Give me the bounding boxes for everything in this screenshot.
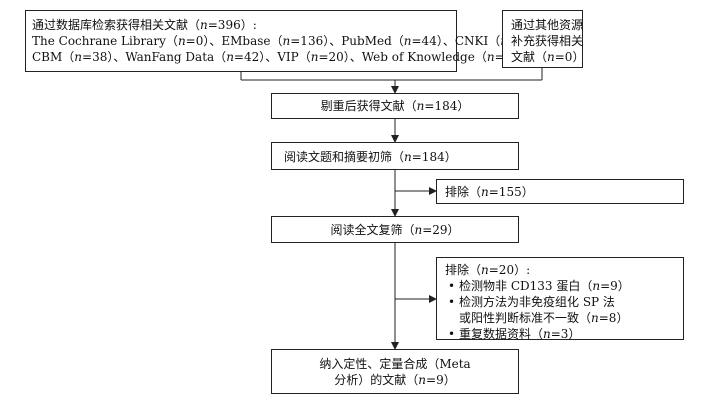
included-line-1: 纳入定性、定量合成（Meta (319, 356, 471, 371)
other-sources-line-3: 文献（n=0） (511, 50, 585, 64)
fulltext-label: 阅读全文复筛（n=29） (330, 222, 460, 237)
excluded-second-title: 排除（n=20）: (445, 263, 531, 277)
other-sources-line-1: 通过其他资源 (511, 18, 584, 32)
box-excluded-first: 排除（n=155） (436, 179, 684, 204)
excluded-first-label: 排除（n=155） (445, 185, 534, 199)
box-fulltext-screening: 阅读全文复筛（n=29） (271, 216, 519, 243)
box-other-sources: 通过其他资源 补充获得相关 文献（n=0） (502, 10, 585, 68)
title-abstract-label: 阅读文题和摘要初筛（n=184） (284, 150, 457, 164)
excluded-reason-item: 检测方法为非免疫组化 SP 法 (445, 294, 683, 310)
box-database-search: 通过数据库检索获得相关文献（n=396）: The Cochrane Libra… (25, 10, 551, 72)
box-deduplicated: 剔重后获得文献（n=184） (271, 93, 519, 119)
included-line-2: 分析）的文献（n=9） (334, 372, 456, 387)
db-search-line-1: 通过数据库检索获得相关文献（n=396）: (32, 18, 257, 32)
excluded-reason-item: 检测物非 CD133 蛋白（n=9） (445, 278, 683, 294)
box-included-studies: 纳入定性、定量合成（Meta 分析）的文献（n=9） (271, 349, 519, 394)
excluded-reasons-list: 检测物非 CD133 蛋白（n=9） 检测方法为非免疫组化 SP 法 或阳性判断… (445, 278, 683, 342)
db-search-line-3: CBM（n=38）、WanFang Data（n=42）、VIP（n=20）、W… (32, 50, 532, 64)
box-excluded-second: 排除（n=20）: 检测物非 CD133 蛋白（n=9） 检测方法为非免疫组化 … (436, 257, 684, 342)
db-search-line-2: The Cochrane Library（n=0）、EMbase（n=136）、… (32, 34, 551, 48)
dedup-label: 剔重后获得文献（n=184） (320, 99, 470, 113)
other-sources-line-2: 补充获得相关 (511, 34, 584, 48)
box-title-abstract-screening: 阅读文题和摘要初筛（n=184） (271, 142, 519, 170)
excluded-reason-item: 重复数据资料（n=3） (445, 326, 683, 342)
excluded-reason-item-continued: 或阳性判断标准不一致（n=8） (459, 311, 629, 325)
